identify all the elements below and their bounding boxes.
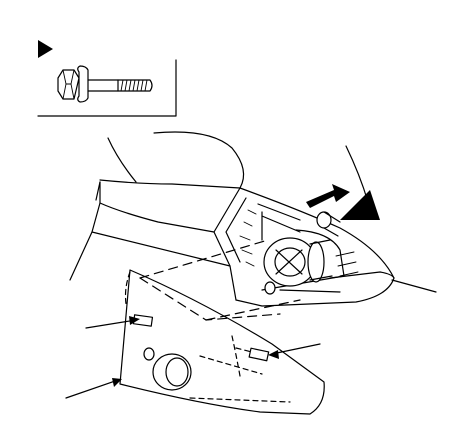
leader-line-bumper xyxy=(107,137,137,183)
removal-direction xyxy=(306,145,437,293)
bulb-socket xyxy=(263,211,341,295)
leader-line-clip-right xyxy=(271,343,321,355)
inset-frame xyxy=(37,59,177,117)
fog-light-cover xyxy=(119,239,325,415)
leader-line-cover xyxy=(65,379,119,399)
flange-bolt-icon xyxy=(57,65,153,103)
fog-light-lens xyxy=(152,353,192,391)
triangle-marker-icon xyxy=(38,40,53,58)
leader-line-connector xyxy=(391,279,437,293)
direction-arrow-icon xyxy=(306,184,350,208)
bolt-inset xyxy=(37,40,177,117)
triangle-marker-icon xyxy=(340,190,380,220)
callout-leaders xyxy=(65,316,321,399)
leader-line-pointer xyxy=(345,145,369,203)
bumper-body xyxy=(69,131,245,281)
fog-light-housing xyxy=(213,187,395,307)
leader-line-clip-left xyxy=(85,319,137,329)
